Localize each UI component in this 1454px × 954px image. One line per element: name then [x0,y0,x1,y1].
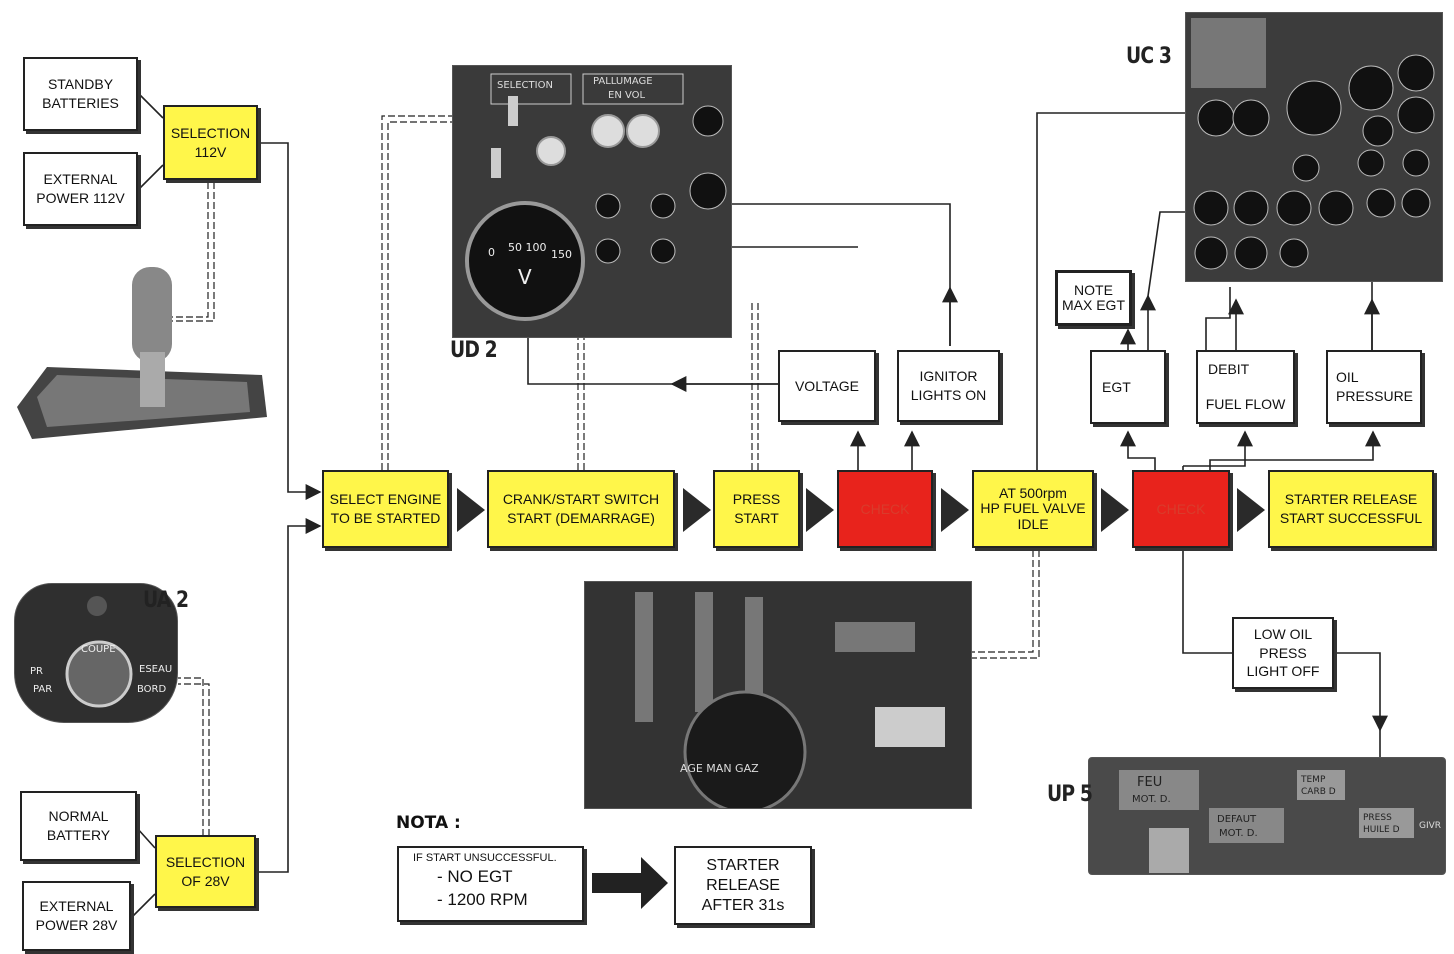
ud2-pallumage-text: PALLUMAGE [593,76,653,87]
ua2-label: UA 2 [143,588,188,613]
ud2-gauge-150: 150 [551,248,572,261]
up5-label: UP 5 [1047,782,1092,807]
nota-condition-box: IF START UNSUCCESSFUL. - NO EGT - 1200 R… [397,846,584,922]
ua2-pr-text: PR [30,666,43,677]
ud2-label: UD 2 [450,338,497,363]
ud2-gauge-50: 50 100 [508,241,547,254]
uc3-panel-photo [1185,12,1443,282]
up5-defaut-text: DEFAUT [1217,814,1257,825]
ud2-gauge-v: V [518,265,532,289]
egt-box: EGT [1090,350,1166,424]
nota-title: NOTA : [396,813,461,833]
up5-carb-text: CARB D [1301,787,1336,797]
up5-huile-text: HUILE D [1363,825,1400,835]
check-step-1: CHECK [837,470,933,548]
ud2-selection-text: SELECTION [497,80,553,91]
ud2-gauge-0: 0 [488,246,495,259]
voltage-box: VOLTAGE [778,350,876,422]
throttle-quadrant-photo: AGE MAN GAZ [584,581,972,809]
up5-motd2-text: MOT. D. [1219,828,1258,839]
up5-press-text: PRESS [1363,813,1392,823]
ud2-envol-text: EN VOL [608,90,646,101]
check-step-2: CHECK [1132,470,1230,548]
up5-mot-text: MOT. D. [1132,794,1171,805]
up5-feu-text: FEU [1137,775,1162,790]
ud2-panel-photo: SELECTION PALLUMAGE EN VOL 50 100 0 150 … [452,65,732,338]
throttle-text: AGE MAN GAZ [680,762,759,775]
up5-panel-photo: FEU MOT. D. DEFAUT MOT. D. TEMP CARB D P… [1088,757,1446,875]
ua2-par-text: PAR [33,684,52,695]
up5-temp-text: TEMP [1300,775,1326,785]
ua2-coupe-text: COUPE [81,644,116,655]
voltage-selector-photo [12,267,272,439]
ua2-bord-text: BORD [137,684,167,695]
ua2-eseau-text: ESEAU [139,664,172,675]
uc3-label: UC 3 [1126,44,1171,69]
up5-giv-text: GIVR [1419,821,1441,831]
